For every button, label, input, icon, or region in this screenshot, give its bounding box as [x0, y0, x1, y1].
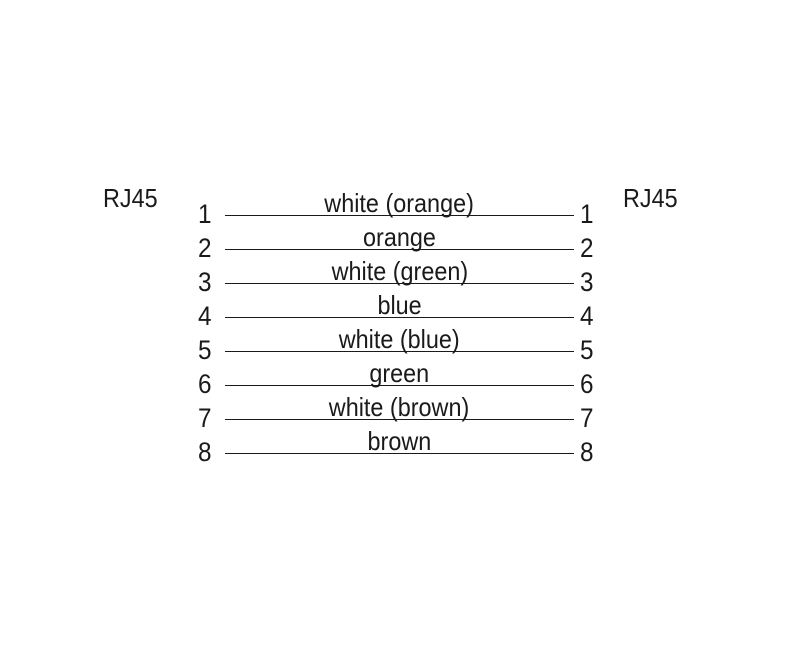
left-pin-number: 5 [198, 335, 212, 365]
wire-color-label: white (brown) [329, 392, 470, 422]
wire-line [225, 419, 574, 420]
wire-color-label: white (blue) [339, 324, 460, 354]
left-pin-number: 2 [198, 233, 212, 263]
wire-line [225, 317, 574, 318]
wire-row: 5 white (blue) 5 [0, 324, 800, 368]
left-pin-number: 7 [198, 403, 212, 433]
wire-row: 8 brown 8 [0, 426, 800, 470]
wire-color-label: white (green) [331, 256, 468, 286]
right-pin-number: 5 [580, 335, 594, 365]
wire-row: 7 white (brown) 7 [0, 392, 800, 436]
right-pin-number: 3 [580, 267, 594, 297]
wire-color-label: blue [377, 290, 422, 320]
wire-row: 3 white (green) 3 [0, 256, 800, 300]
wire-row: 4 blue 4 [0, 290, 800, 334]
left-pin-number: 8 [198, 437, 212, 467]
left-pin-number: 4 [198, 301, 212, 331]
wire-line [225, 249, 574, 250]
left-pin-number: 6 [198, 369, 212, 399]
wire-color-label: green [369, 358, 430, 388]
right-connector-label: RJ45 [623, 183, 678, 213]
wire-line [225, 351, 574, 352]
right-pin-number: 1 [580, 199, 594, 229]
wire-line [225, 215, 574, 216]
right-pin-number: 2 [580, 233, 594, 263]
wire-row: 6 green 6 [0, 358, 800, 402]
right-pin-number: 6 [580, 369, 594, 399]
wire-color-label: orange [363, 222, 436, 252]
wire-color-label: white (orange) [324, 188, 475, 218]
left-pin-number: 3 [198, 267, 212, 297]
wire-line [225, 385, 574, 386]
wire-color-label: brown [367, 426, 432, 456]
wire-row: 1 white (orange) 1 [0, 188, 800, 232]
wire-line [225, 453, 574, 454]
right-pin-number: 4 [580, 301, 594, 331]
wire-line [225, 283, 574, 284]
wire-row: 2 orange 2 [0, 222, 800, 266]
left-pin-number: 1 [198, 199, 212, 229]
left-connector-label: RJ45 [103, 183, 158, 213]
right-pin-number: 8 [580, 437, 594, 467]
right-pin-number: 7 [580, 403, 594, 433]
